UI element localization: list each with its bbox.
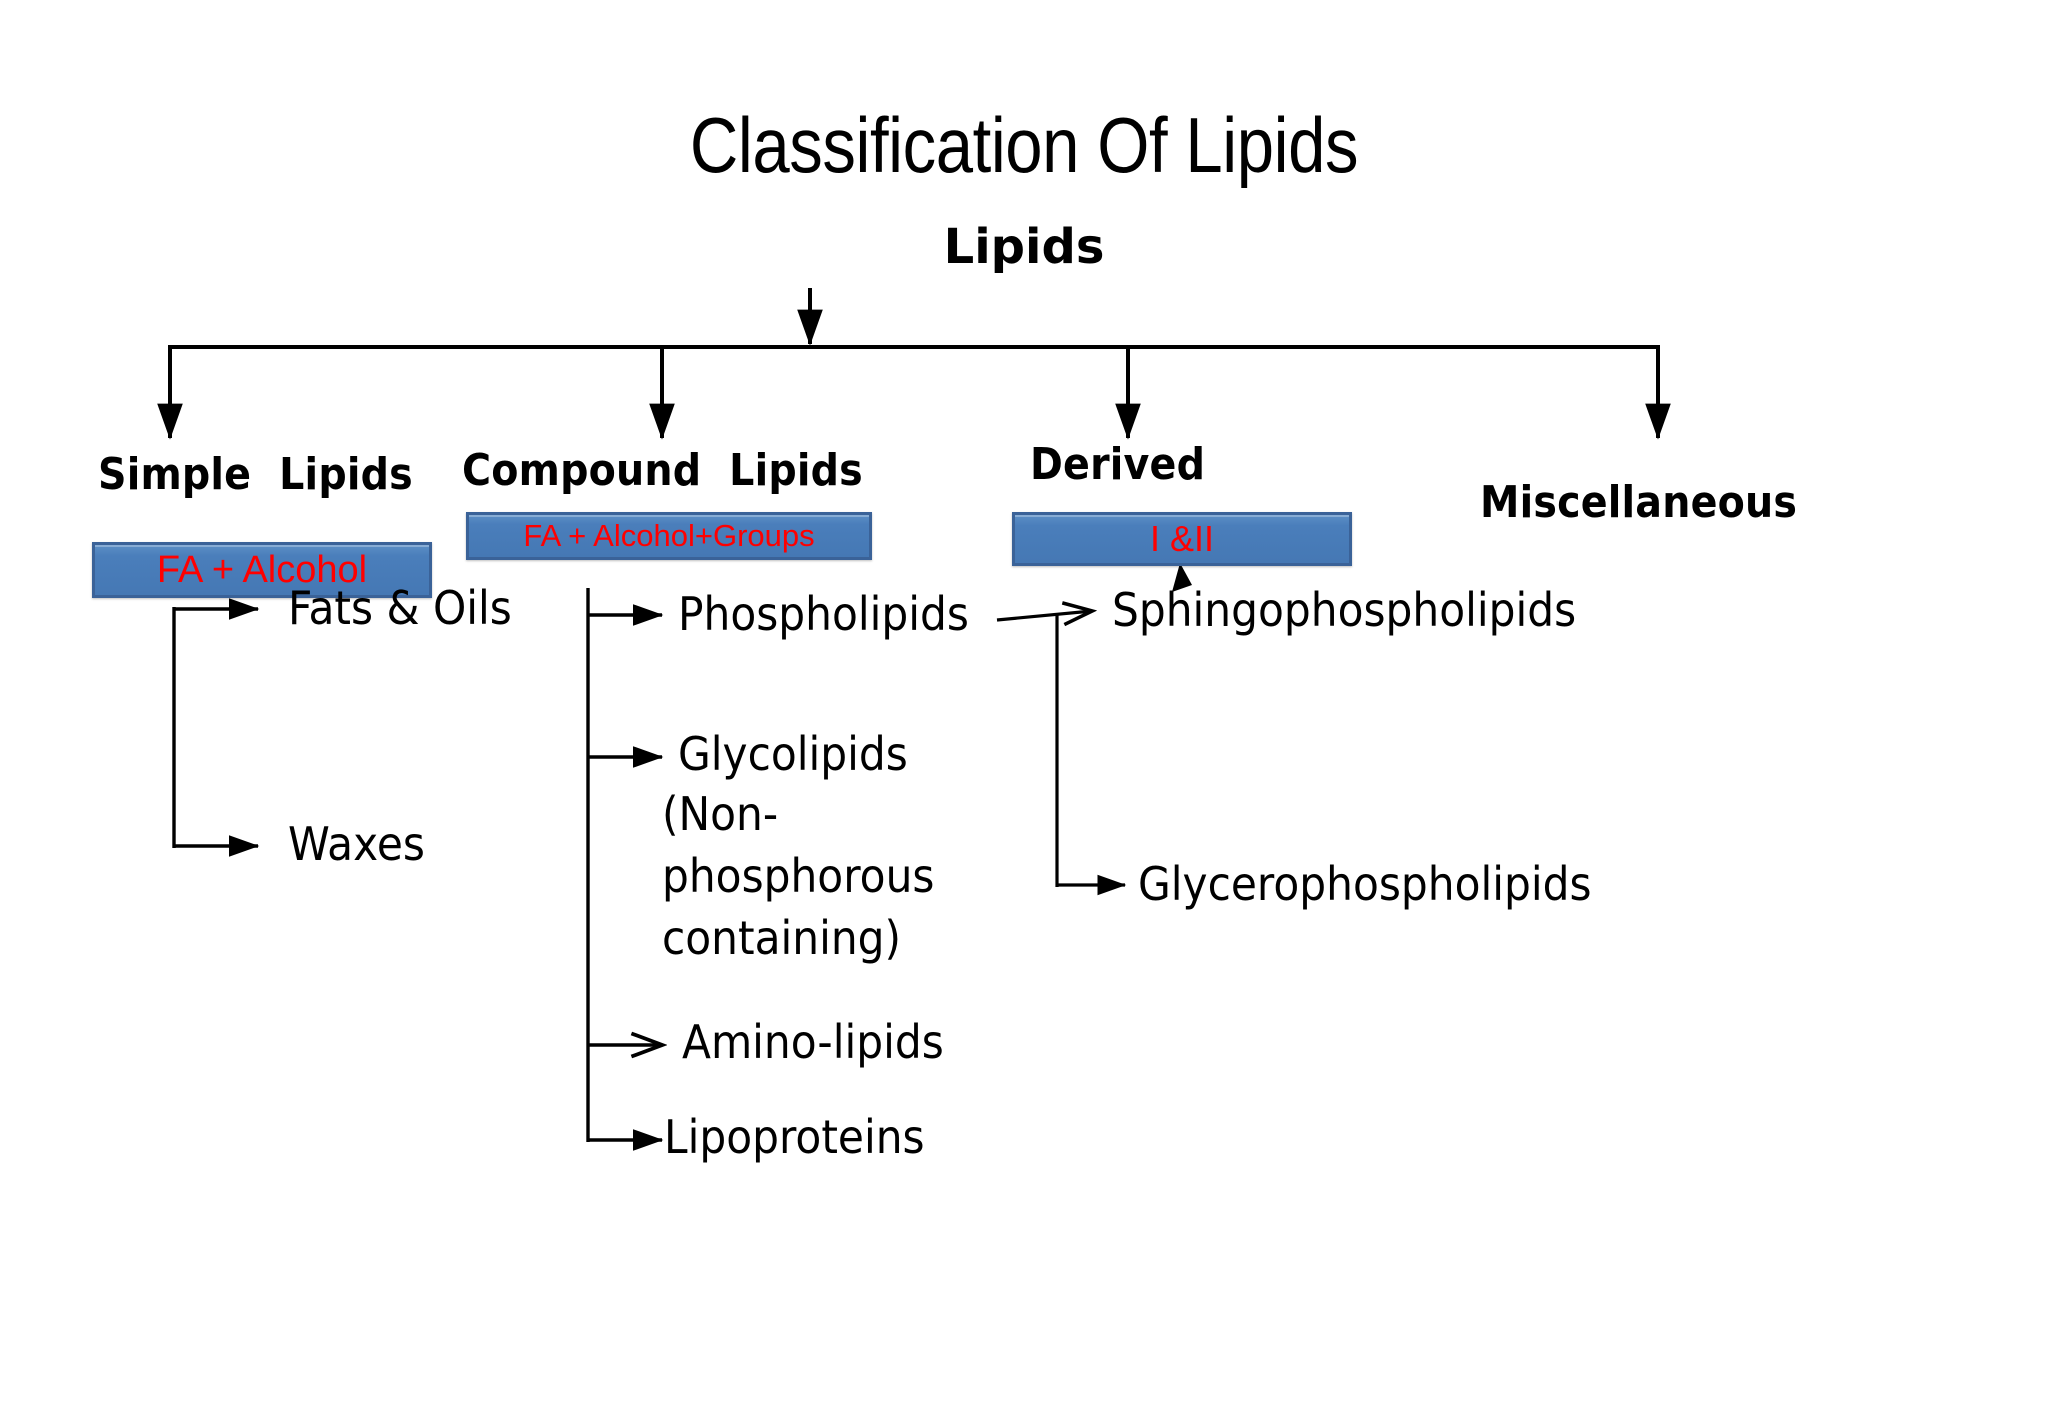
formula-text-compound: FA + Alcohol+Groups — [523, 518, 815, 553]
formula-box-derived: I &II — [1012, 512, 1352, 566]
arrow-to-sphingo — [996, 611, 1092, 620]
node-glycolipids-note-line-2: phosphorous — [662, 849, 935, 903]
formula-box-compound-lipids: FA + Alcohol+Groups — [466, 512, 872, 560]
root-node-lipids: Lipids — [943, 219, 1105, 275]
node-amino-lipids: Amino-lipids — [682, 1015, 944, 1069]
category-heading-compound-lipids: Compound Lipids — [462, 445, 863, 496]
node-glycolipids: Glycolipids — [678, 727, 908, 781]
formula-box-simple-lipids: FA + Alcohol — [92, 542, 432, 598]
formula-text-simple: FA + Alcohol — [156, 548, 368, 591]
node-glycolipids-note-line-3: containing) — [662, 911, 902, 965]
category-heading-miscellaneous: Miscellaneous — [1480, 477, 1798, 528]
page-title: Classification Of Lipids — [689, 101, 1359, 189]
node-glycerophospholipids: Glycerophospholipids — [1138, 857, 1592, 911]
node-sphingophospholipids: Sphingophospholipids — [1112, 583, 1577, 637]
node-lipoproteins: Lipoproteins — [664, 1110, 925, 1164]
node-fats-and-oils: Fats & Oils — [288, 581, 512, 635]
node-phospholipids: Phospholipids — [678, 587, 969, 641]
node-glycolipids-note-line-1: (Non- — [662, 787, 779, 841]
category-heading-derived: Derived — [1030, 439, 1206, 490]
node-waxes: Waxes — [288, 817, 425, 871]
formula-text-derived: I &II — [1149, 518, 1215, 559]
category-heading-simple-lipids: Simple Lipids — [98, 449, 413, 500]
